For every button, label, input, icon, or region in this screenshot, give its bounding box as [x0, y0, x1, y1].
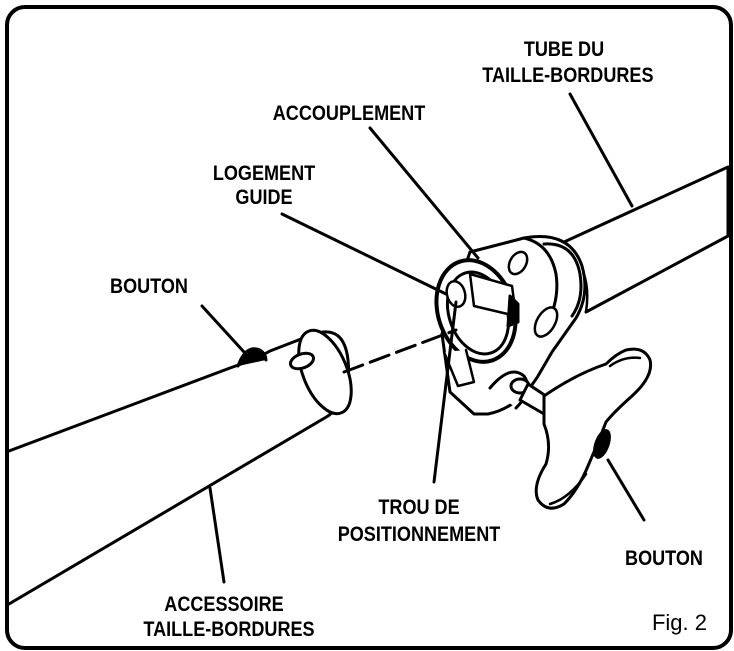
label-tube-line1: TUBE DU	[523, 38, 605, 61]
label-hole-line2: POSITIONNEMENT	[337, 523, 501, 546]
figure-frame: TUBE DU TAILLE-BORDURES ACCOUPLEMENT LOG…	[5, 5, 733, 650]
label-left-button: BOUTON	[110, 275, 188, 298]
alignment-dash-line	[342, 328, 458, 374]
assembly-drawing	[9, 92, 729, 606]
figure-caption: Fig. 2	[651, 610, 707, 635]
label-right-button: BOUTON	[625, 547, 703, 570]
label-tube-line2: TAILLE-BORDURES	[482, 64, 654, 87]
label-attachment-line2: TAILLE-BORDURES	[143, 618, 315, 641]
leader-guide	[280, 212, 448, 296]
label-hole-line1: TROU DE	[378, 496, 460, 519]
attachment-shaft	[9, 328, 353, 606]
leader-left-button	[200, 304, 246, 354]
leader-lines	[200, 92, 646, 584]
leader-tube	[568, 92, 634, 208]
right-knob	[518, 347, 653, 510]
leader-right-button	[606, 458, 646, 522]
label-attachment-line1: ACCESSOIRE	[164, 593, 284, 616]
label-guide-line1: LOGEMENT	[212, 162, 316, 185]
label-coupler: ACCOUPLEMENT	[272, 102, 426, 125]
trimmer-shaft	[562, 165, 729, 314]
coupler	[434, 235, 587, 416]
leader-coupler	[368, 126, 480, 260]
leader-attachment	[208, 486, 226, 584]
label-guide-line2: GUIDE	[235, 186, 293, 209]
leader-hole	[432, 300, 458, 484]
